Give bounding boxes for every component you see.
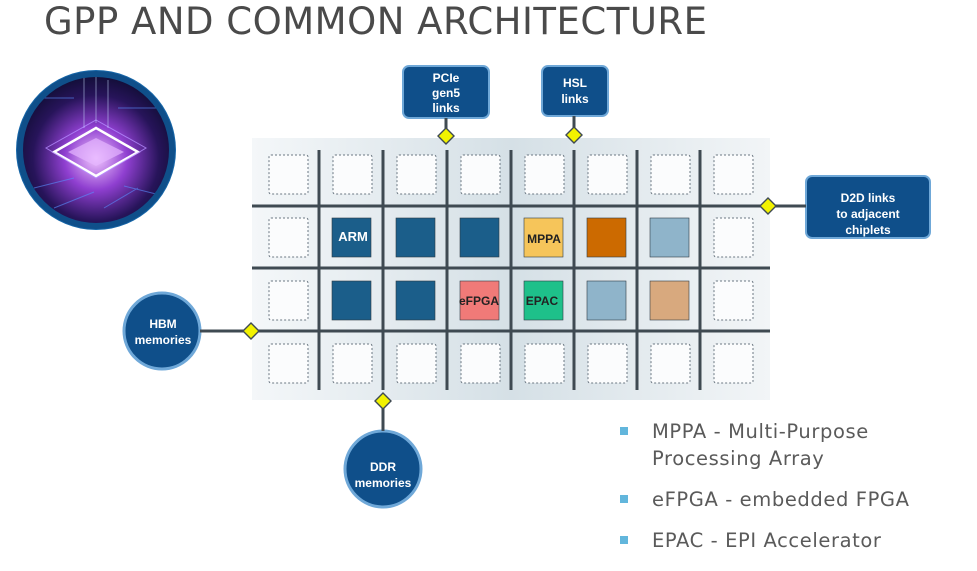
empty-tile [524,343,565,384]
callout-d2d-line: to adjacent [836,207,900,221]
callout-d2d-line: chiplets [845,223,891,237]
compute-tile [395,280,436,321]
callout-d2d-line: D2D links [840,191,896,205]
callout-pcie-line: gen5 [431,86,460,100]
empty-tile [713,280,754,321]
empty-tile [268,217,309,258]
callout-d2d: D2D links to adjacent chiplets [806,190,930,238]
legend-item: eFPGA - embedded FPGA [618,486,968,513]
tile-label-epac: EPAC [525,294,559,308]
empty-tile [268,280,309,321]
compute-tile [586,280,627,321]
legend-item: MPPA - Multi-Purpose Processing Array [618,418,968,472]
compute-tile [523,280,564,321]
bullet-icon [620,536,628,544]
callout-hsl: HSL links [542,75,608,107]
legend-item: EPAC - EPI Accelerator [618,527,968,554]
empty-tile [460,154,501,195]
callout-hbm-line: HBM [149,317,177,331]
callout-pcie-line: links [432,101,460,115]
legend-text: eFPGA - embedded FPGA [652,488,910,511]
empty-tile [460,343,501,384]
empty-tile [332,343,373,384]
compute-tile [395,217,436,258]
empty-tile [587,343,628,384]
empty-tile [396,154,437,195]
compute-tile [331,280,372,321]
connector-diamond [242,322,260,340]
callout-hbm: HBM memories [124,316,202,348]
connector-diamond [374,392,392,410]
empty-tile [396,343,437,384]
compute-tile [331,217,372,258]
compute-tile [649,280,690,321]
tile-label-mppa: MPPA [527,232,561,246]
empty-tile [713,154,754,195]
bullet-icon [620,495,628,503]
callout-ddr: DDR memories [343,459,423,491]
callout-hsl-line: links [561,92,589,106]
empty-tile [650,343,691,384]
connector-diamond [759,197,777,215]
empty-tile [713,343,754,384]
empty-tile [650,154,691,195]
connector-diamond [437,127,455,145]
empty-tile [713,217,754,258]
empty-tile [268,154,309,195]
connector-diamond [565,126,583,144]
empty-tile [587,154,628,195]
callout-pcie: PCIe gen5 links [404,71,488,116]
empty-tile [332,154,373,195]
callout-ddr-line: memories [354,476,412,490]
callout-hbm-line: memories [134,333,192,347]
callout-pcie-line: PCIe [432,71,460,85]
legend-text: EPAC - EPI Accelerator [652,529,882,552]
page-title: GPP AND COMMON ARCHITECTURE [44,0,708,43]
compute-tile [459,217,500,258]
compute-tile [649,217,690,258]
callout-ddr-line: DDR [370,460,396,474]
legend-text: MPPA - Multi-Purpose Processing Array [652,420,869,470]
compute-tile [459,280,500,321]
callout-hsl-line: HSL [563,76,587,90]
empty-tile [524,154,565,195]
tile-label-arm: ARM [338,229,368,244]
compute-tile [523,217,564,258]
empty-tile [268,343,309,384]
processor-chip-image [16,70,176,230]
compute-tile [586,217,627,258]
bullet-icon [620,427,628,435]
tile-label-efpga: eFPGA [458,294,499,308]
legend: MPPA - Multi-Purpose Processing Array eF… [618,418,968,568]
